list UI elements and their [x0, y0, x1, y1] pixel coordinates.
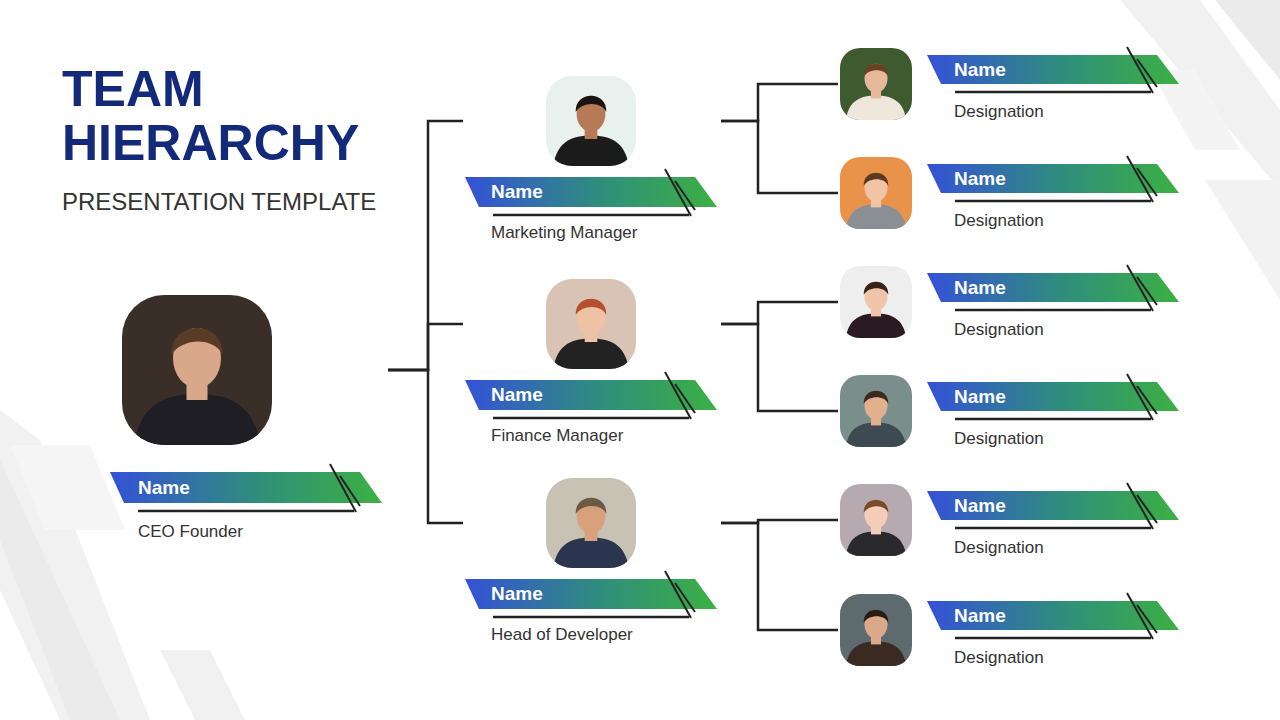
avatar-photo [840, 48, 912, 120]
person-role: Marketing Manager [491, 223, 637, 243]
person-role: Finance Manager [491, 426, 623, 446]
person-card: NameCEO Founder [108, 293, 388, 551]
hierarchy-connector [721, 324, 838, 411]
person-role: Designation [954, 538, 1044, 558]
slide-subtitle: PRESENTATION TEMPLATE [62, 188, 376, 216]
person-role: CEO Founder [138, 522, 243, 542]
person-role: Head of Developer [491, 625, 633, 645]
slide-title: TEAM HIERARCHY [62, 62, 392, 170]
person-role: Designation [954, 320, 1044, 340]
person-card: NameMarketing Manager [463, 74, 721, 250]
hierarchy-connector [721, 302, 838, 324]
person-name: Name [491, 380, 543, 410]
person-name: Name [491, 177, 543, 207]
person-name: Name [491, 579, 543, 609]
hierarchy-connector [388, 370, 463, 523]
person-name: Name [138, 472, 190, 503]
avatar-photo [546, 279, 636, 369]
avatar-photo [840, 266, 912, 338]
hierarchy-connector [388, 121, 463, 370]
avatar-photo [840, 594, 912, 666]
avatar-photo [122, 295, 272, 445]
hierarchy-connector [721, 121, 838, 193]
person-role: Designation [954, 211, 1044, 231]
avatar-photo [840, 157, 912, 229]
avatar-photo [840, 484, 912, 556]
person-name: Name [954, 382, 1006, 411]
person-card: NameDesignation [838, 264, 1183, 344]
person-card: NameDesignation [838, 482, 1183, 562]
person-card: NameFinance Manager [463, 277, 721, 453]
person-card: NameDesignation [838, 155, 1183, 235]
person-role: Designation [954, 429, 1044, 449]
hierarchy-connector [721, 84, 838, 121]
person-name: Name [954, 55, 1006, 84]
person-name: Name [954, 273, 1006, 302]
person-name: Name [954, 601, 1006, 630]
hierarchy-connector [721, 523, 838, 630]
person-card: NameDesignation [838, 592, 1183, 672]
avatar-photo [840, 375, 912, 447]
avatar-photo [546, 478, 636, 568]
person-card: NameDesignation [838, 373, 1183, 453]
person-name: Name [954, 491, 1006, 520]
person-card: NameDesignation [838, 46, 1183, 126]
avatar-photo [546, 76, 636, 166]
person-role: Designation [954, 102, 1044, 122]
person-name: Name [954, 164, 1006, 193]
person-role: Designation [954, 648, 1044, 668]
hierarchy-connector [388, 324, 463, 370]
person-card: NameHead of Developer [463, 476, 721, 652]
